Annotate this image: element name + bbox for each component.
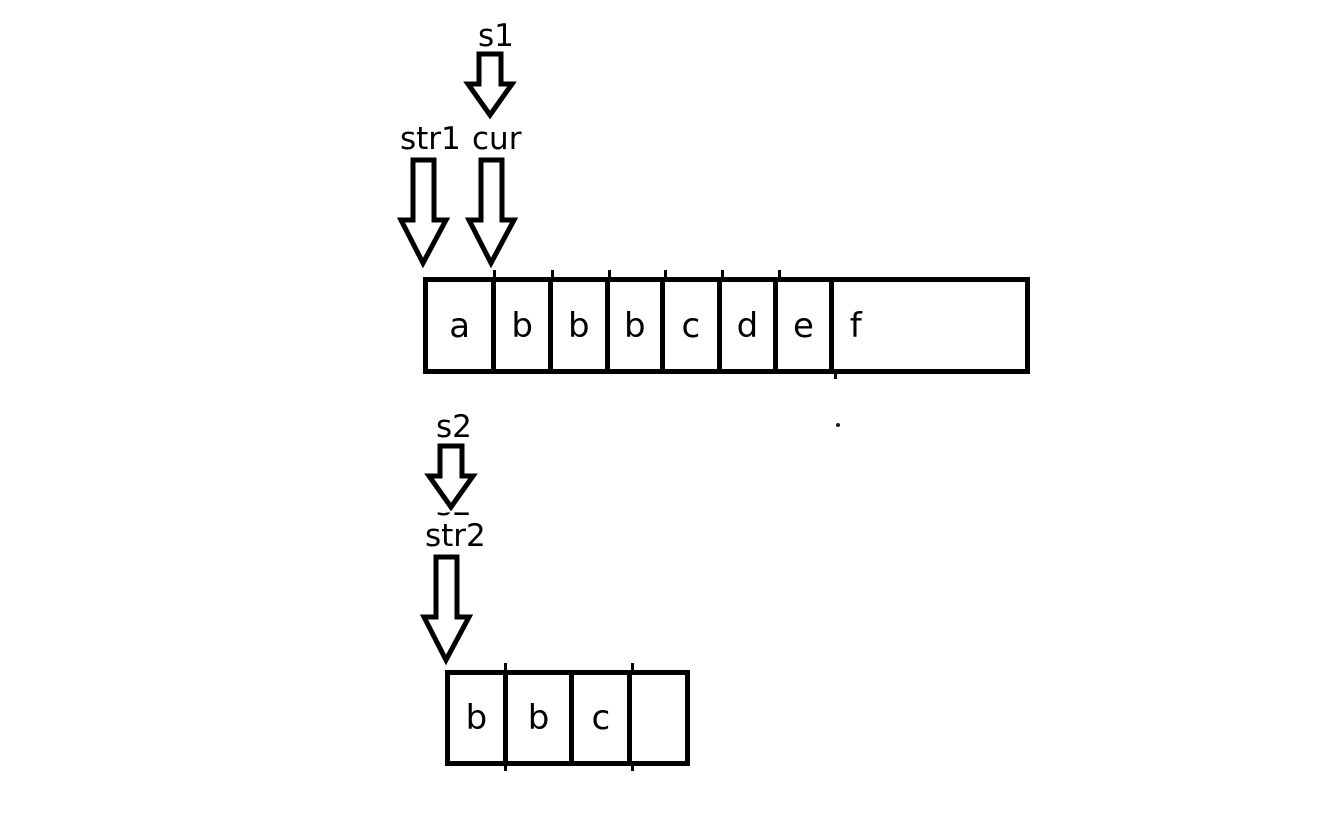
array2-cell-0: b bbox=[450, 675, 508, 761]
array1-tick-5 bbox=[721, 270, 724, 277]
down-arrow-icon-cur bbox=[464, 157, 519, 269]
array1-tick-7 bbox=[834, 372, 837, 379]
array1-tick-6 bbox=[778, 270, 781, 277]
array1-cell-4: c bbox=[665, 282, 722, 369]
array1-cell-3-value: b bbox=[624, 305, 646, 346]
pointer-label-s2: s2 bbox=[436, 409, 472, 445]
stray-ink-speck bbox=[836, 423, 840, 427]
pointer-label-str2: str2 bbox=[425, 518, 486, 554]
array1-cell-2: b bbox=[552, 282, 610, 369]
array1-cell-6-value: e bbox=[792, 305, 814, 346]
down-arrow-icon-str1 bbox=[396, 157, 451, 269]
array2-tick-1 bbox=[504, 663, 507, 670]
array2-cell-2: c bbox=[574, 675, 633, 761]
array2-cell-2-value: c bbox=[591, 698, 611, 738]
array1-cell-6: e bbox=[778, 282, 834, 369]
array2-cell-1-value: b bbox=[527, 698, 550, 738]
array1-cell-4-value: c bbox=[681, 305, 701, 346]
pointer-label-cur: cur bbox=[472, 121, 522, 157]
array1-cell-5-value: d bbox=[736, 305, 759, 346]
down-arrow-icon-s1 bbox=[463, 51, 517, 120]
down-arrow-icon-str2 bbox=[419, 554, 474, 666]
down-arrow-icon-s2 bbox=[424, 443, 478, 512]
array1-cell-1-value: b bbox=[511, 305, 533, 346]
array2-tick-3 bbox=[504, 764, 507, 771]
array1-cell-3: b bbox=[609, 282, 666, 369]
array2-tick-4 bbox=[631, 764, 634, 771]
array1-tick-2 bbox=[551, 270, 554, 277]
occluded-label-fragment: s2 bbox=[436, 512, 472, 521]
array1-tick-1 bbox=[493, 270, 496, 277]
pointer-label-s1: s1 bbox=[478, 18, 514, 54]
array1-cell-1: b bbox=[496, 282, 553, 369]
array1-cell-5: d bbox=[721, 282, 779, 369]
pointer-label-str1: str1 bbox=[400, 121, 461, 157]
array1-cell-2-value: b bbox=[567, 305, 590, 346]
array1-cell-7-value: f bbox=[849, 305, 862, 346]
array1-cell-0-value: a bbox=[449, 305, 471, 346]
array2-cell-1: b bbox=[507, 675, 575, 761]
array1-cell-7: f bbox=[833, 282, 1026, 369]
array1-tick-4 bbox=[664, 270, 667, 277]
array1-tick-3 bbox=[608, 270, 611, 277]
array2-cell-3 bbox=[632, 675, 685, 761]
array2-tick-2 bbox=[631, 663, 634, 670]
array1-cell-0: a bbox=[428, 282, 497, 369]
array2-cell-0-value: b bbox=[465, 698, 488, 738]
